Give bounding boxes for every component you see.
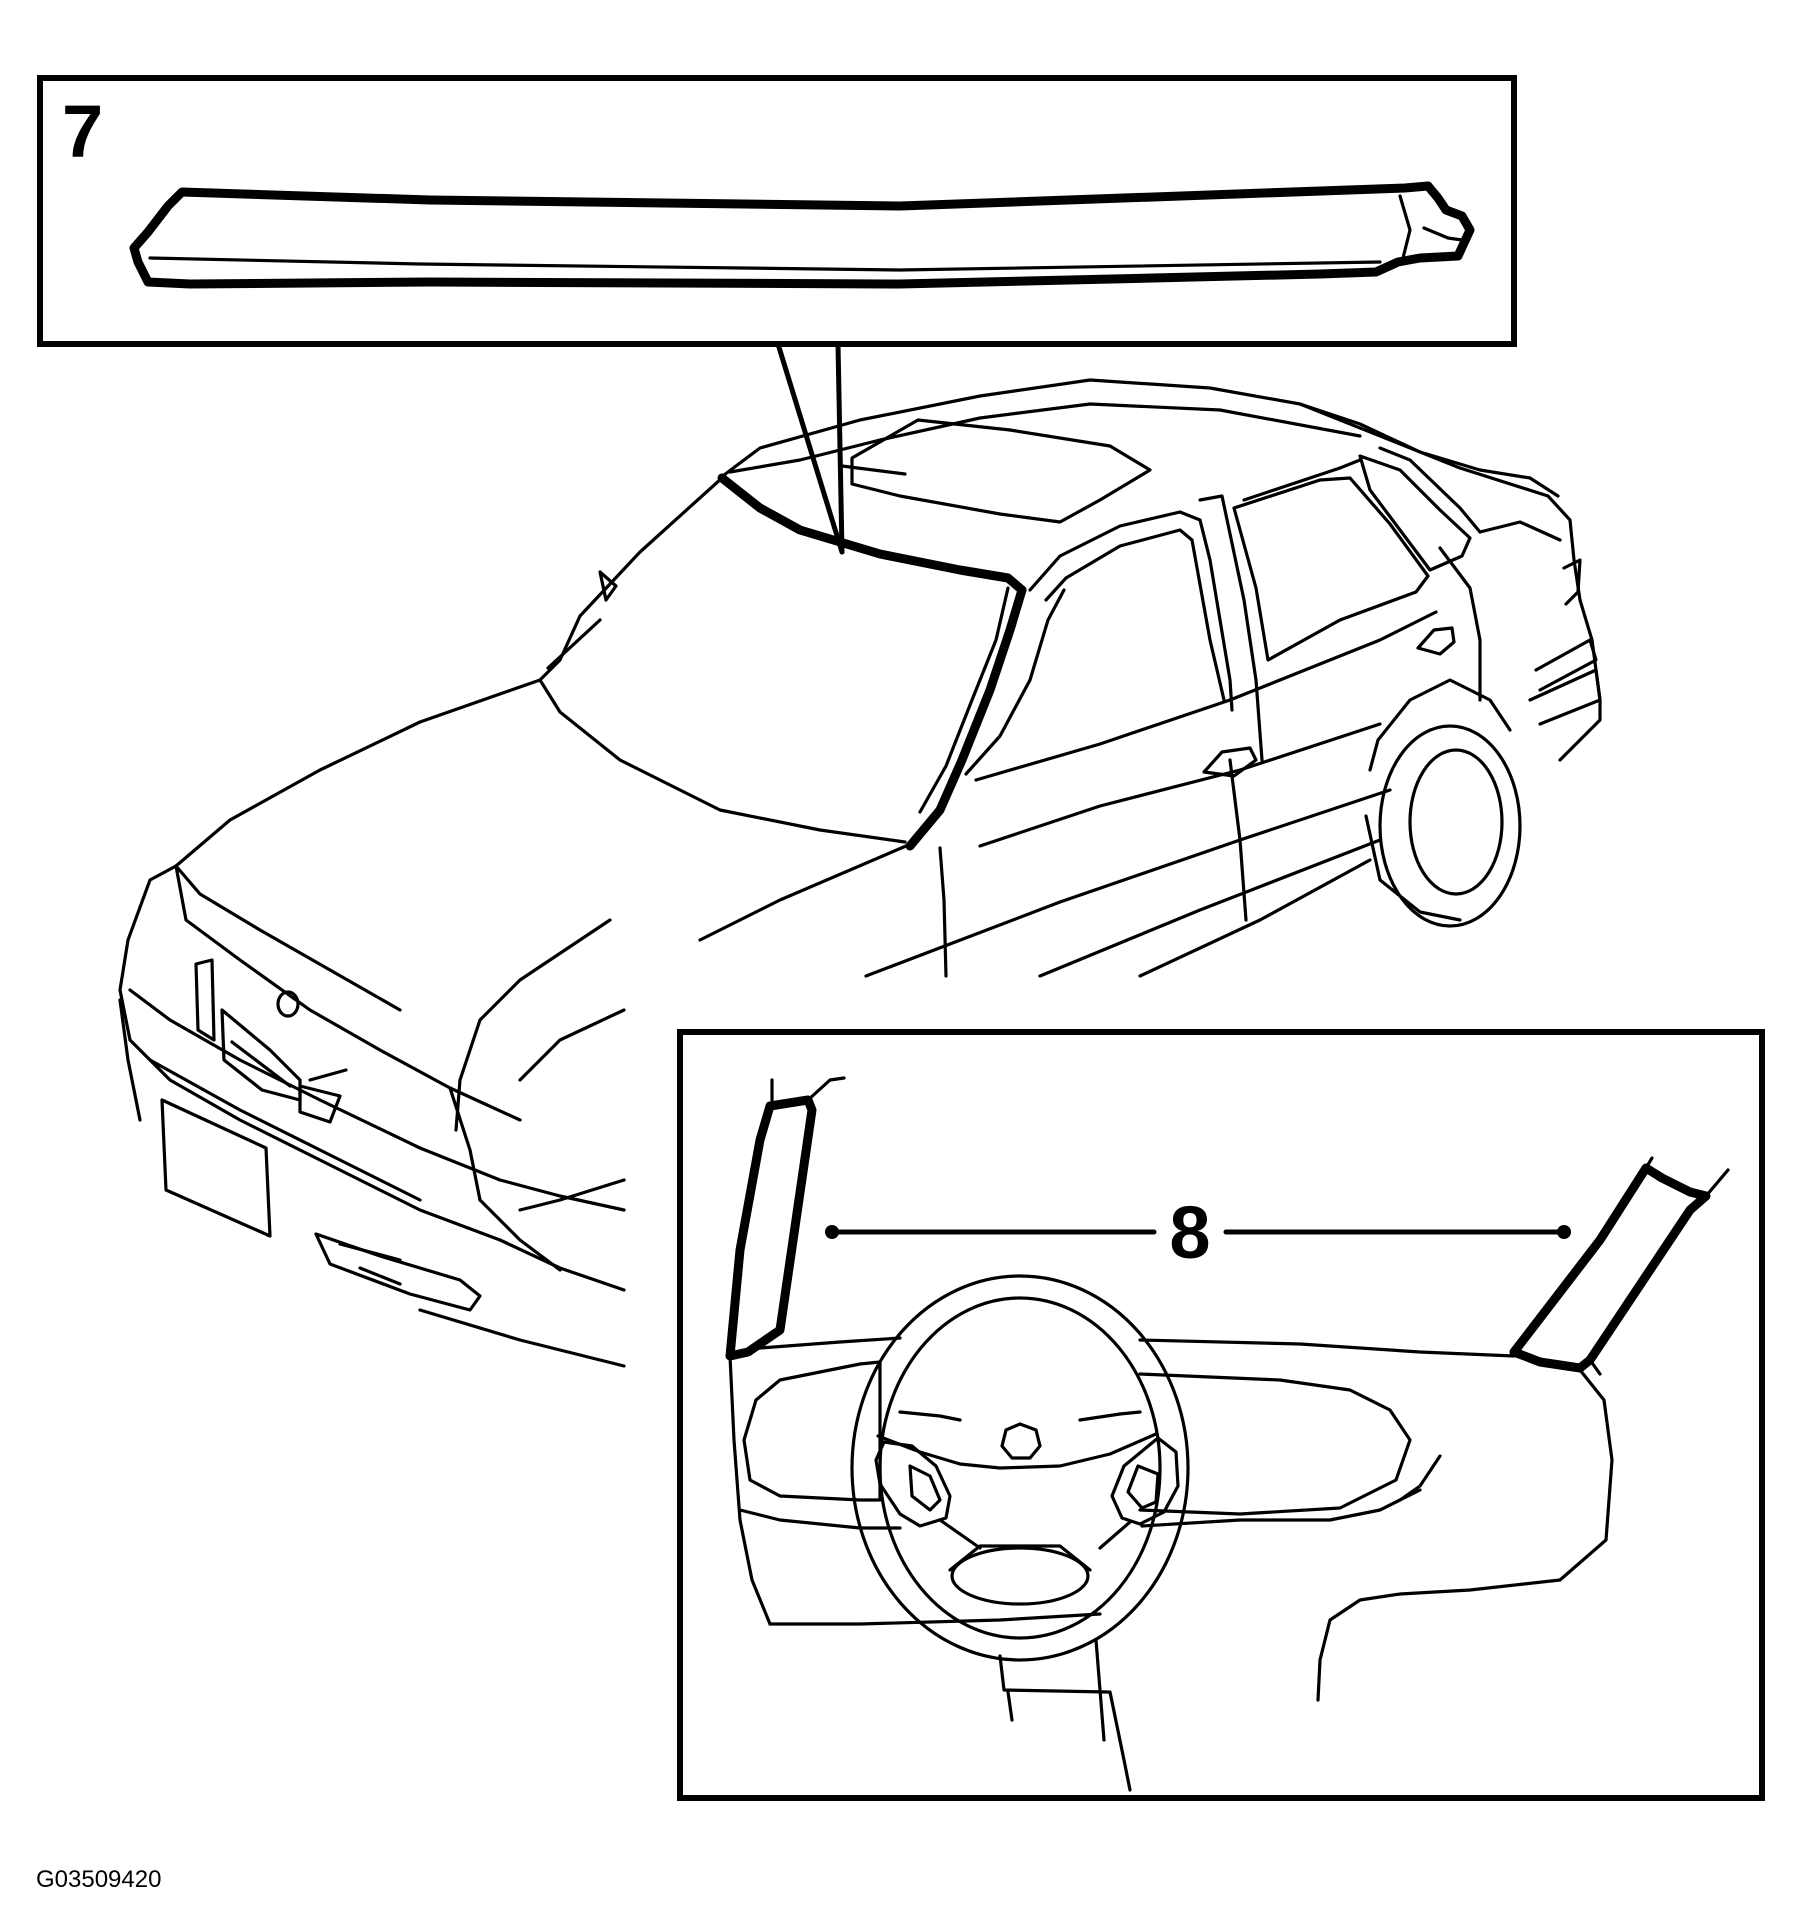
steering-wheel bbox=[850, 1274, 1190, 1792]
right-a-pillar-trim bbox=[1509, 1156, 1730, 1376]
bottom-inset-bg bbox=[680, 1032, 1762, 1798]
right-marker-dot bbox=[1557, 1225, 1571, 1239]
top-inset-frame bbox=[37, 75, 1517, 347]
callout-7-label: 7 bbox=[62, 90, 103, 173]
windshield-moulding-part bbox=[129, 181, 1475, 289]
dashboard bbox=[728, 1336, 1614, 1702]
bottom-inset-frame bbox=[677, 1029, 1765, 1801]
callout-7-pointer bbox=[775, 341, 845, 555]
callout-8-indicator: 8 bbox=[825, 1191, 1571, 1274]
bottom-inset: 8 bbox=[677, 1029, 1765, 1801]
car-illustration bbox=[118, 378, 1602, 1368]
callout-8-label: 8 bbox=[1169, 1191, 1210, 1274]
left-marker-dot bbox=[825, 1225, 839, 1239]
figure-id-label: G03509420 bbox=[36, 1866, 161, 1893]
top-inset: 7 bbox=[37, 75, 1517, 347]
